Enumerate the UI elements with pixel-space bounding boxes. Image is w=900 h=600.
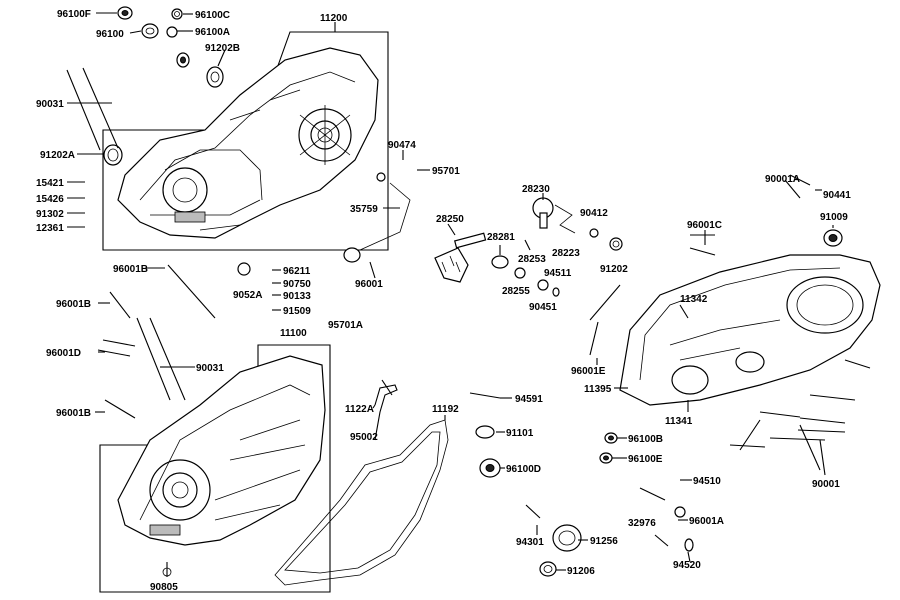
label-15421: 15421 bbox=[36, 178, 64, 189]
label-96001B-bottom: 96001B bbox=[56, 408, 91, 419]
studs-bolts bbox=[66, 67, 871, 547]
label-90451: 90451 bbox=[529, 302, 557, 313]
crankcase-gasket bbox=[274, 419, 449, 586]
label-91509: 91509 bbox=[283, 306, 311, 317]
label-32976: 32976 bbox=[628, 518, 656, 529]
part-labels: 96100F 96100C 96100 96100A 11200 91202B … bbox=[36, 9, 851, 593]
label-90805: 90805 bbox=[150, 582, 178, 593]
label-11100: 11100 bbox=[280, 328, 307, 339]
label-9052A: 9052A bbox=[233, 290, 262, 301]
label-91206: 91206 bbox=[567, 566, 595, 577]
label-28281: 28281 bbox=[487, 232, 515, 243]
label-91302: 91302 bbox=[36, 209, 64, 220]
label-90133: 90133 bbox=[283, 291, 311, 302]
label-28223: 28223 bbox=[552, 248, 580, 259]
label-15426: 15426 bbox=[36, 194, 64, 205]
label-96100D: 96100D bbox=[506, 464, 541, 475]
label-96001C: 96001C bbox=[687, 220, 722, 231]
label-96100F: 96100F bbox=[57, 9, 91, 20]
label-12361: 12361 bbox=[36, 223, 64, 234]
upper-crankcase-frame bbox=[102, 31, 389, 251]
label-90001A: 90001A bbox=[765, 174, 800, 185]
label-91009: 91009 bbox=[820, 212, 848, 223]
label-95701: 95701 bbox=[432, 166, 460, 177]
label-91202B: 91202B bbox=[205, 43, 240, 54]
label-35759: 35759 bbox=[350, 204, 378, 215]
label-91101: 91101 bbox=[506, 428, 534, 439]
label-90031-bottom: 90031 bbox=[196, 363, 224, 374]
label-96100A: 96100A bbox=[195, 27, 230, 38]
label-11200: 11200 bbox=[320, 13, 348, 24]
label-96001A: 96001A bbox=[689, 516, 724, 527]
label-94511: 94511 bbox=[544, 268, 572, 279]
left-crankcase-cover bbox=[619, 254, 881, 406]
kickstart-parts bbox=[359, 172, 576, 283]
label-90474: 90474 bbox=[388, 140, 416, 151]
label-90001: 90001 bbox=[812, 479, 840, 490]
leader-lines bbox=[67, 12, 834, 577]
label-96001: 96001 bbox=[355, 279, 383, 290]
label-90441: 90441 bbox=[823, 190, 851, 201]
label-90412: 90412 bbox=[580, 208, 608, 219]
label-28253: 28253 bbox=[518, 254, 546, 265]
label-94510: 94510 bbox=[693, 476, 721, 487]
label-95002: 95002 bbox=[350, 432, 378, 443]
label-28230: 28230 bbox=[522, 184, 550, 195]
lower-crankcase-frame bbox=[99, 344, 331, 593]
label-1122A: 1122A bbox=[345, 404, 374, 415]
label-96100C: 96100C bbox=[195, 10, 230, 21]
bearings bbox=[103, 6, 843, 577]
label-11341: 11341 bbox=[665, 416, 693, 427]
label-11342: 11342 bbox=[680, 294, 708, 305]
label-90750: 90750 bbox=[283, 279, 311, 290]
label-91256: 91256 bbox=[590, 536, 618, 547]
label-96001B-mid: 96001B bbox=[56, 299, 91, 310]
label-11395: 11395 bbox=[584, 384, 612, 395]
label-94301: 94301 bbox=[516, 537, 544, 548]
label-96100B: 96100B bbox=[628, 434, 663, 445]
label-96001E: 96001E bbox=[571, 366, 606, 377]
label-94591: 94591 bbox=[515, 394, 543, 405]
label-90031-top: 90031 bbox=[36, 99, 64, 110]
label-28250: 28250 bbox=[436, 214, 464, 225]
label-96211: 96211 bbox=[283, 266, 311, 277]
label-94520: 94520 bbox=[673, 560, 701, 571]
crankcase-half-11100 bbox=[117, 355, 326, 577]
crankcase-half-11200 bbox=[117, 47, 379, 239]
label-11192: 11192 bbox=[432, 404, 459, 415]
label-96100: 96100 bbox=[96, 29, 124, 40]
label-95701A: 95701A bbox=[328, 320, 363, 331]
label-91202: 91202 bbox=[600, 264, 628, 275]
label-96001B-top: 96001B bbox=[113, 264, 148, 275]
label-96001D: 96001D bbox=[46, 348, 81, 359]
label-91202A: 91202A bbox=[40, 150, 75, 161]
label-28255: 28255 bbox=[502, 286, 530, 297]
label-96100E: 96100E bbox=[628, 454, 663, 465]
